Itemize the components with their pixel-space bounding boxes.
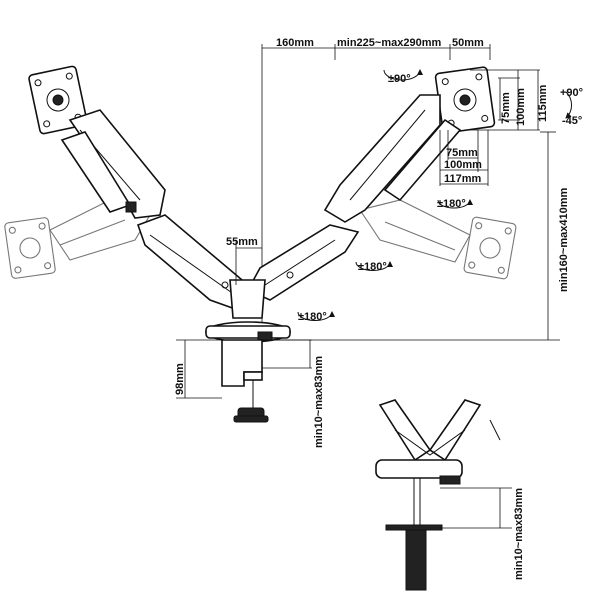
tilt-up-label: +90° — [560, 87, 583, 99]
center-gap-label: 55mm — [226, 236, 258, 248]
vesa-75-horizontal-label: 75mm — [446, 147, 478, 159]
left-upper-arm — [60, 109, 166, 219]
ghost-right-vesa-plate — [463, 216, 517, 280]
center-gap-dimension — [235, 240, 262, 285]
vesa-100-horizontal-label: 100mm — [444, 159, 482, 171]
swivel-180-label-b: ±180° — [358, 261, 387, 273]
clamp-height-label: 98mm — [174, 363, 186, 395]
tilt-down-label: -45° — [562, 115, 582, 127]
right-vesa-plate — [434, 66, 496, 134]
top-arm-span-label: 160mm — [276, 37, 314, 49]
tilt-arrow — [565, 91, 572, 119]
vesa-horizontal-dimensions — [439, 130, 489, 186]
top-offset-label: 50mm — [452, 37, 484, 49]
swivel-180-arrow-a — [437, 199, 473, 209]
rotate-90-label: ±90° — [388, 73, 411, 85]
desk-thickness-label: min10~max83mm — [313, 356, 325, 448]
vesa-115-vertical-label: 115mm — [537, 84, 549, 122]
right-upper-arm — [323, 94, 462, 223]
height-range-dimension — [262, 131, 560, 341]
grommet-mount-inset — [375, 399, 512, 591]
swivel-180-arrow-b — [355, 261, 393, 271]
left-vesa-plate — [28, 65, 88, 135]
desk-clamp-base — [176, 321, 291, 423]
ghost-right-arm — [359, 199, 471, 263]
right-lower-arm — [246, 224, 360, 301]
swivel-180-label-a: ±180° — [437, 198, 466, 210]
top-arm-range-label: min225~max290mm — [337, 37, 441, 49]
vesa-100-vertical-label: 100mm — [515, 88, 527, 126]
height-range-label: min160~max410mm — [558, 188, 570, 292]
vesa-75-vertical-label: 75mm — [500, 92, 512, 124]
swivel-180-arrow-c — [297, 311, 335, 321]
desk-thickness-dimension — [262, 339, 312, 369]
swivel-180-label-c: ±180° — [298, 311, 327, 323]
ghost-left-vesa-plate — [4, 217, 56, 279]
grommet-thickness-label: min10~max83mm — [513, 488, 525, 580]
vesa-vertical-dimensions — [470, 69, 540, 131]
vesa-117-horizontal-label: 117mm — [444, 173, 482, 185]
rotate-90-arrow — [383, 69, 423, 81]
center-post — [229, 279, 266, 319]
